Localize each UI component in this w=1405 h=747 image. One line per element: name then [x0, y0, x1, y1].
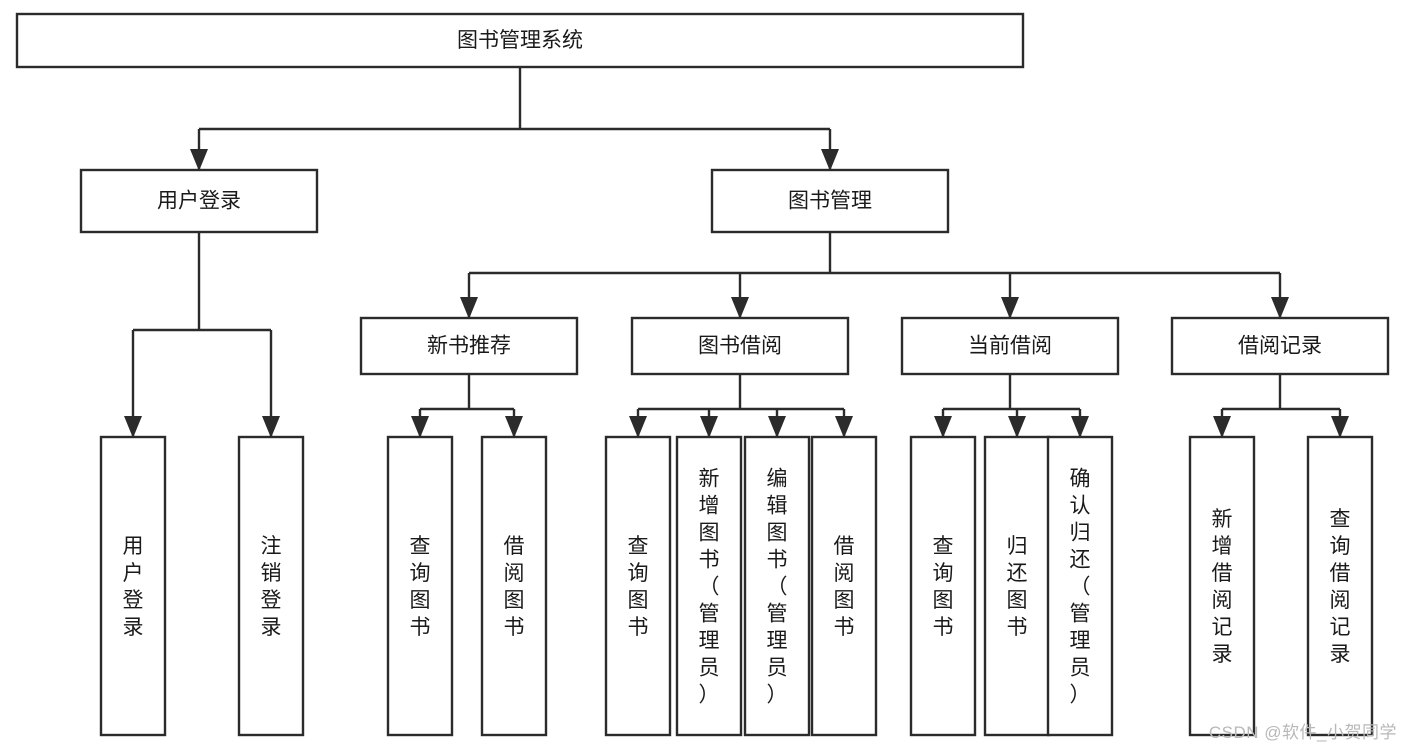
leaf-node[interactable]: 借阅图书 [480, 435, 548, 737]
arrow-head-icon [1271, 297, 1289, 319]
arrow-head-icon [505, 416, 523, 438]
leaf-label: 查询图书 [410, 535, 431, 639]
arrow-head-icon [190, 149, 208, 171]
module-box [79, 168, 319, 234]
leaf-box [810, 435, 878, 737]
node-layer: 图书管理系统用户登录图书管理新书推荐图书借阅当前借阅借阅记录用户登录注销登录查询… [15, 12, 1390, 737]
leaf-label: 借阅图书 [834, 535, 855, 639]
leaf-box [983, 435, 1051, 737]
module-box [710, 168, 950, 234]
submodule-label: 当前借阅 [968, 335, 1052, 358]
submodule-box [1170, 316, 1390, 376]
submodule-box [359, 316, 579, 376]
module-node[interactable]: 用户登录 [79, 168, 319, 234]
leaf-node[interactable]: 注销登录 [237, 435, 305, 737]
leaf-node[interactable]: 查询图书 [604, 435, 672, 737]
leaf-label: 查询图书 [628, 535, 649, 639]
leaf-node[interactable]: 确认归还（管理员） [1046, 435, 1114, 737]
leaf-box [237, 435, 305, 737]
arrow-head-icon [731, 297, 749, 319]
connector-layer [124, 67, 1349, 438]
leaf-label: 查询借阅记录 [1330, 508, 1351, 666]
leaf-node[interactable]: 新增图书（管理员） [675, 435, 743, 737]
leaf-label: 查询图书 [933, 535, 954, 639]
leaf-node[interactable]: 查询借阅记录 [1306, 435, 1374, 737]
root-label: 图书管理系统 [457, 29, 583, 52]
leaf-box [604, 435, 672, 737]
submodule-node[interactable]: 借阅记录 [1170, 316, 1390, 376]
leaf-label: 确认归还（管理员） [1070, 468, 1091, 707]
arrow-head-icon [1213, 416, 1231, 438]
arrow-head-icon [460, 297, 478, 319]
leaf-node[interactable]: 查询图书 [909, 435, 977, 737]
arrow-head-icon [835, 416, 853, 438]
leaf-node[interactable]: 新增借阅记录 [1188, 435, 1256, 737]
submodule-box [900, 316, 1120, 376]
leaf-box [1306, 435, 1374, 737]
leaf-node[interactable]: 借阅图书 [810, 435, 878, 737]
arrow-head-icon [1071, 416, 1089, 438]
leaf-node[interactable]: 查询图书 [386, 435, 454, 737]
module-label: 用户登录 [157, 190, 241, 213]
arrow-head-icon [262, 416, 280, 438]
leaf-label: 新增借阅记录 [1212, 508, 1233, 666]
leaf-box [386, 435, 454, 737]
leaf-label: 编辑图书（管理员） [767, 468, 788, 707]
leaf-label: 用户登录 [123, 535, 144, 639]
leaf-box [675, 435, 743, 737]
arrow-head-icon [411, 416, 429, 438]
arrow-head-icon [1008, 416, 1026, 438]
leaf-label: 新增图书（管理员） [699, 468, 720, 707]
leaf-box [480, 435, 548, 737]
leaf-box [1188, 435, 1256, 737]
leaf-box [743, 435, 811, 737]
arrow-head-icon [629, 416, 647, 438]
module-label: 图书管理 [788, 190, 872, 213]
leaf-box [1046, 435, 1114, 737]
submodule-box [630, 316, 850, 376]
submodule-label: 新书推荐 [427, 335, 511, 358]
leaf-label: 归还图书 [1007, 535, 1028, 639]
submodule-label: 借阅记录 [1238, 335, 1322, 358]
submodule-node[interactable]: 当前借阅 [900, 316, 1120, 376]
arrow-head-icon [1331, 416, 1349, 438]
leaf-label: 借阅图书 [504, 535, 525, 639]
leaf-node[interactable]: 用户登录 [99, 435, 167, 737]
root-node[interactable]: 图书管理系统 [15, 12, 1025, 69]
arrow-head-icon [124, 416, 142, 438]
leaf-box [909, 435, 977, 737]
arrow-head-icon [1001, 297, 1019, 319]
leaf-box [99, 435, 167, 737]
leaf-node[interactable]: 编辑图书（管理员） [743, 435, 811, 737]
module-node[interactable]: 图书管理 [710, 168, 950, 234]
submodule-node[interactable]: 新书推荐 [359, 316, 579, 376]
csdn-watermark: CSDN @软件_小贺同学 [1208, 723, 1397, 742]
leaf-node[interactable]: 归还图书 [983, 435, 1051, 737]
arrow-head-icon [768, 416, 786, 438]
leaf-label: 注销登录 [261, 535, 282, 639]
arrow-head-icon [934, 416, 952, 438]
root-box [15, 12, 1025, 69]
submodule-node[interactable]: 图书借阅 [630, 316, 850, 376]
arrow-head-icon [821, 149, 839, 171]
arrow-head-icon [700, 416, 718, 438]
submodule-label: 图书借阅 [698, 335, 782, 358]
